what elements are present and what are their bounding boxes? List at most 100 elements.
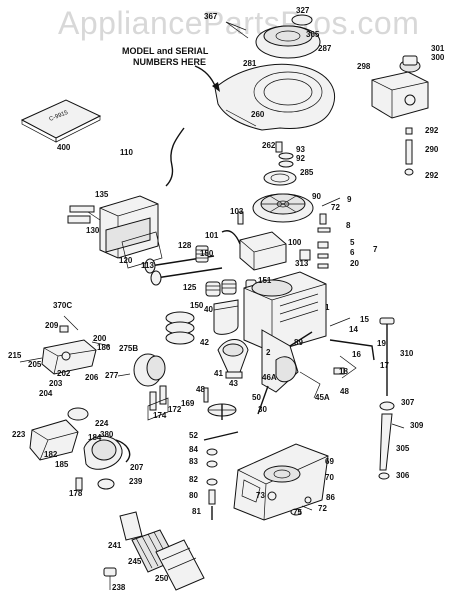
part-number-label: 90 [312, 192, 321, 201]
ground-wire [165, 127, 185, 187]
part-number-label: 250 [155, 574, 169, 583]
part-number-label: 43 [229, 379, 238, 388]
note-line-1: MODEL and SERIAL [122, 46, 209, 56]
flywheel-group [252, 141, 314, 223]
part-number-label: 150 [200, 249, 214, 258]
part-number-label: 365 [306, 30, 320, 39]
rewind-starter [225, 14, 321, 59]
part-number-label: 69 [325, 457, 334, 466]
part-number-label: 73 [256, 491, 265, 500]
part-number-label: 120 [119, 256, 133, 265]
part-number-label: 309 [410, 421, 424, 430]
note-arrow [194, 65, 217, 89]
part-number-label: 298 [357, 62, 371, 71]
sump-hardware [203, 431, 313, 520]
part-number-label: 400 [57, 143, 71, 152]
part-number-label: 203 [49, 379, 63, 388]
part-number-label: 301 [431, 44, 445, 53]
ignition-module [221, 211, 287, 271]
watermark-text: AppliancePartsPros.com [58, 5, 419, 41]
part-number-label: 103 [230, 207, 244, 216]
part-number-label: 8 [346, 221, 351, 230]
part-number-label: 7 [373, 245, 378, 254]
gasket [121, 231, 163, 269]
part-number-label: 260 [251, 110, 265, 119]
part-number-label: 93 [296, 145, 305, 154]
governor-hardware [317, 197, 341, 269]
part-number-label: 15 [360, 315, 369, 324]
blower-housing [214, 63, 336, 131]
part-number-label: 14 [349, 325, 358, 334]
part-number-label: 1 [325, 303, 330, 312]
camshaft [203, 387, 237, 420]
part-number-label: 290 [425, 145, 439, 154]
part-number-label: 186 [97, 343, 111, 352]
fuel-tank [371, 55, 429, 176]
muffler [117, 353, 166, 387]
part-number-label: 172 [168, 405, 182, 414]
part-number-label: 285 [300, 168, 314, 177]
part-number-label: 178 [69, 489, 83, 498]
part-number-label: 370C [53, 301, 72, 310]
part-number-label: 135 [95, 190, 109, 199]
part-number-label: 185 [55, 460, 69, 469]
part-number-label: 238 [112, 583, 126, 592]
piston-assembly [165, 299, 239, 345]
part-number-label: 292 [425, 126, 439, 135]
tappets [147, 385, 169, 421]
part-number-label: 75 [293, 508, 302, 517]
part-number-label: 110 [120, 148, 133, 157]
part-number-label: 277 [105, 371, 119, 380]
carburetor-body [29, 407, 131, 491]
connecting-rod [217, 339, 249, 379]
part-number-label: 84 [189, 445, 198, 454]
part-number-label: 17 [380, 361, 389, 370]
part-number-label: 202 [57, 369, 71, 378]
part-number-label: 80 [189, 491, 198, 500]
part-number-label: 275B [119, 344, 138, 353]
part-number-label: 48 [196, 385, 205, 394]
part-number-label: 81 [192, 507, 201, 516]
part-number-label: 82 [189, 475, 198, 484]
part-number-label: 100 [288, 238, 302, 247]
part-number-label: 46A [262, 373, 277, 382]
part-number-label: 182 [44, 450, 58, 459]
part-number-label: 72 [318, 504, 327, 513]
part-number-label: 207 [130, 463, 144, 472]
part-number-label: 151 [258, 276, 272, 285]
part-number-label: 313 [295, 259, 309, 268]
part-number-label: 86 [326, 493, 335, 502]
part-labels: 3673273652872812603013002982922902924001… [8, 6, 445, 592]
governor-linkage [299, 317, 375, 399]
sump-cover [233, 443, 329, 521]
part-number-label: 174 [153, 411, 167, 420]
part-number-label: 42 [200, 338, 209, 347]
part-number-label: 367 [204, 12, 218, 21]
part-number-label: 205 [28, 360, 42, 369]
part-number-label: 281 [243, 59, 257, 68]
part-number-label: 5 [350, 238, 355, 247]
part-number-label: 2 [266, 348, 271, 357]
cylinder-head-cover [67, 195, 159, 259]
part-number-label: 300 [431, 53, 445, 62]
part-number-label: 184 [88, 433, 102, 442]
part-number-label: 45A [315, 393, 330, 402]
part-number-label: 239 [129, 477, 143, 486]
part-number-label: 16 [352, 350, 361, 359]
part-number-label: 380 [100, 430, 114, 439]
part-number-label: 70 [325, 473, 334, 482]
part-number-label: 310 [400, 349, 414, 358]
part-number-label: 245 [128, 557, 142, 566]
carburetor-controls [19, 315, 111, 375]
part-number-label: 128 [178, 241, 192, 250]
part-number-label: 204 [39, 389, 53, 398]
part-number-label: 224 [95, 419, 109, 428]
part-number-label: 113 [141, 261, 154, 270]
part-number-label: 52 [189, 431, 198, 440]
part-number-label: 30 [258, 405, 267, 414]
part-number-label: 169 [181, 399, 195, 408]
part-number-label: 292 [425, 171, 439, 180]
part-number-label: 48 [340, 387, 349, 396]
part-number-label: 20 [350, 259, 359, 268]
